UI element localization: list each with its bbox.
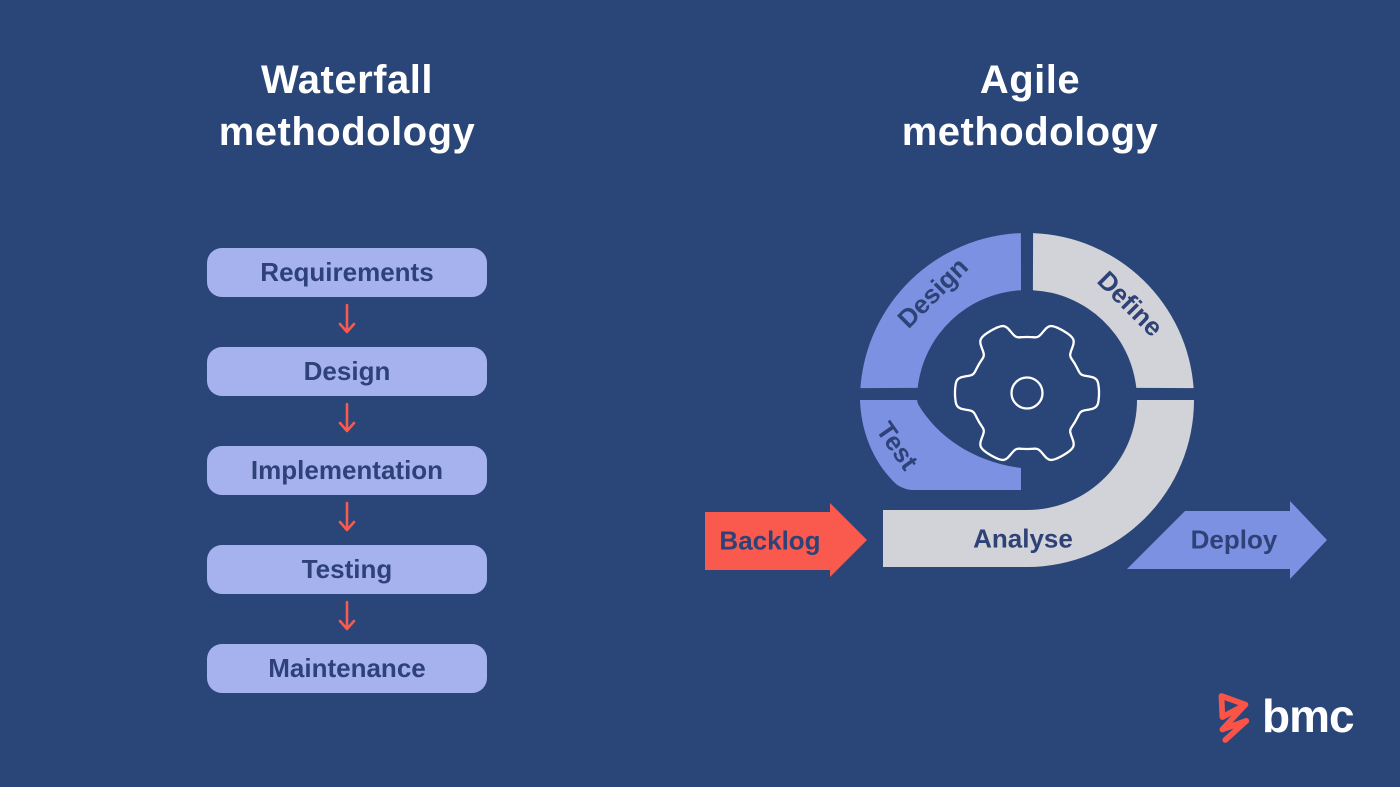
- down-arrow-icon: [338, 500, 356, 540]
- bmc-logo: bmc: [1209, 689, 1355, 747]
- waterfall-step-requirements: Requirements: [207, 248, 487, 297]
- waterfall-title-line2: methodology: [218, 110, 476, 154]
- down-arrow-icon: [338, 302, 356, 342]
- waterfall-step-label: Design: [303, 356, 391, 386]
- bmc-logo-text: bmc: [1262, 690, 1355, 742]
- waterfall-step-label: Maintenance: [268, 653, 426, 683]
- bmc-logo-icon: [1218, 693, 1250, 743]
- segment-test: [860, 400, 1021, 490]
- backlog-arrow-label: Backlog: [719, 525, 821, 556]
- waterfall-step-implementation: Implementation: [207, 446, 487, 495]
- down-arrow-icon: [338, 401, 356, 441]
- deploy-arrow-label: Deploy: [1190, 524, 1278, 555]
- down-arrow-icon: [338, 599, 356, 639]
- waterfall-step-design: Design: [207, 347, 487, 396]
- backlog-arrow: [705, 503, 867, 577]
- waterfall-step-label: Implementation: [250, 455, 444, 485]
- waterfall-title-line1: Waterfall: [261, 58, 433, 102]
- waterfall-step-label: Requirements: [260, 257, 434, 287]
- waterfall-title: Waterfall methodology: [147, 54, 547, 158]
- deploy-arrow: [1127, 501, 1327, 579]
- agile-title: Agile methodology: [830, 54, 1230, 158]
- waterfall-step-label: Testing: [301, 554, 393, 584]
- segment-label-analyse: Analyse: [973, 523, 1073, 554]
- segment-design: [860, 233, 1021, 389]
- segment-define: [1032, 233, 1194, 389]
- gear-icon: [953, 324, 1101, 462]
- segment-analyse: [883, 400, 1194, 567]
- waterfall-step-maintenance: Maintenance: [207, 644, 487, 693]
- agile-title-line1: Agile: [979, 58, 1081, 102]
- waterfall-step-testing: Testing: [207, 545, 487, 594]
- agile-title-line2: methodology: [901, 110, 1159, 154]
